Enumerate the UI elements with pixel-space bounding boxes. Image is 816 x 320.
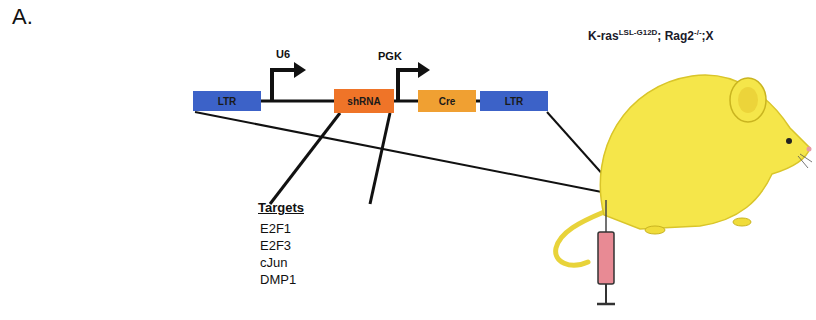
superscript: -/- — [694, 28, 702, 37]
genotype-label: K-rasLSL-G12D; Rag2-/-;X — [588, 28, 714, 43]
genotype-part: ;X — [702, 29, 714, 43]
box-label: LTR — [218, 96, 237, 107]
bracket-line — [370, 113, 390, 204]
superscript: LSL-G12D — [619, 28, 658, 37]
ltr-box: LTR — [480, 91, 548, 111]
box-label: Cre — [439, 96, 456, 107]
genotype-part: ; Rag2 — [657, 29, 694, 43]
promoter-label: PGK — [378, 50, 402, 62]
target-gene: E2F3 — [260, 238, 291, 253]
arrow-head — [294, 62, 306, 78]
mouse-body — [600, 75, 810, 229]
cre-box: Cre — [418, 90, 476, 112]
promoter-label: U6 — [276, 48, 290, 60]
bracket-line — [270, 113, 340, 204]
vector-backbone — [394, 100, 418, 103]
arrow-head — [418, 62, 430, 78]
target-gene: DMP1 — [260, 272, 296, 287]
syringe-plunger — [605, 284, 607, 304]
ltr-box: LTR — [193, 91, 261, 111]
promoter-arrow — [272, 70, 296, 100]
mouse-tail — [556, 212, 604, 265]
target-gene: E2F1 — [260, 221, 291, 236]
syringe-barrel — [598, 232, 614, 284]
box-label: LTR — [505, 96, 524, 107]
list-heading: Targets — [258, 200, 304, 215]
mouse-foot — [733, 218, 751, 226]
genotype-part: K-ras — [588, 29, 619, 43]
shrna-box: shRNA — [334, 89, 394, 113]
vector-backbone — [261, 100, 334, 103]
syringe-grip — [597, 303, 615, 306]
panel-letter: A. — [12, 4, 33, 30]
syringe-needle — [605, 200, 607, 232]
mouse-eye — [786, 138, 792, 144]
whisker — [798, 156, 808, 168]
leader-line — [195, 112, 622, 196]
promoter-arrow — [398, 70, 420, 100]
box-label: shRNA — [347, 96, 380, 107]
mouse-ear — [730, 78, 766, 122]
mouse-ear-inner — [738, 87, 758, 113]
mouse-foot — [645, 226, 665, 234]
mouse-nose — [807, 147, 812, 152]
target-gene: cJun — [260, 255, 287, 270]
